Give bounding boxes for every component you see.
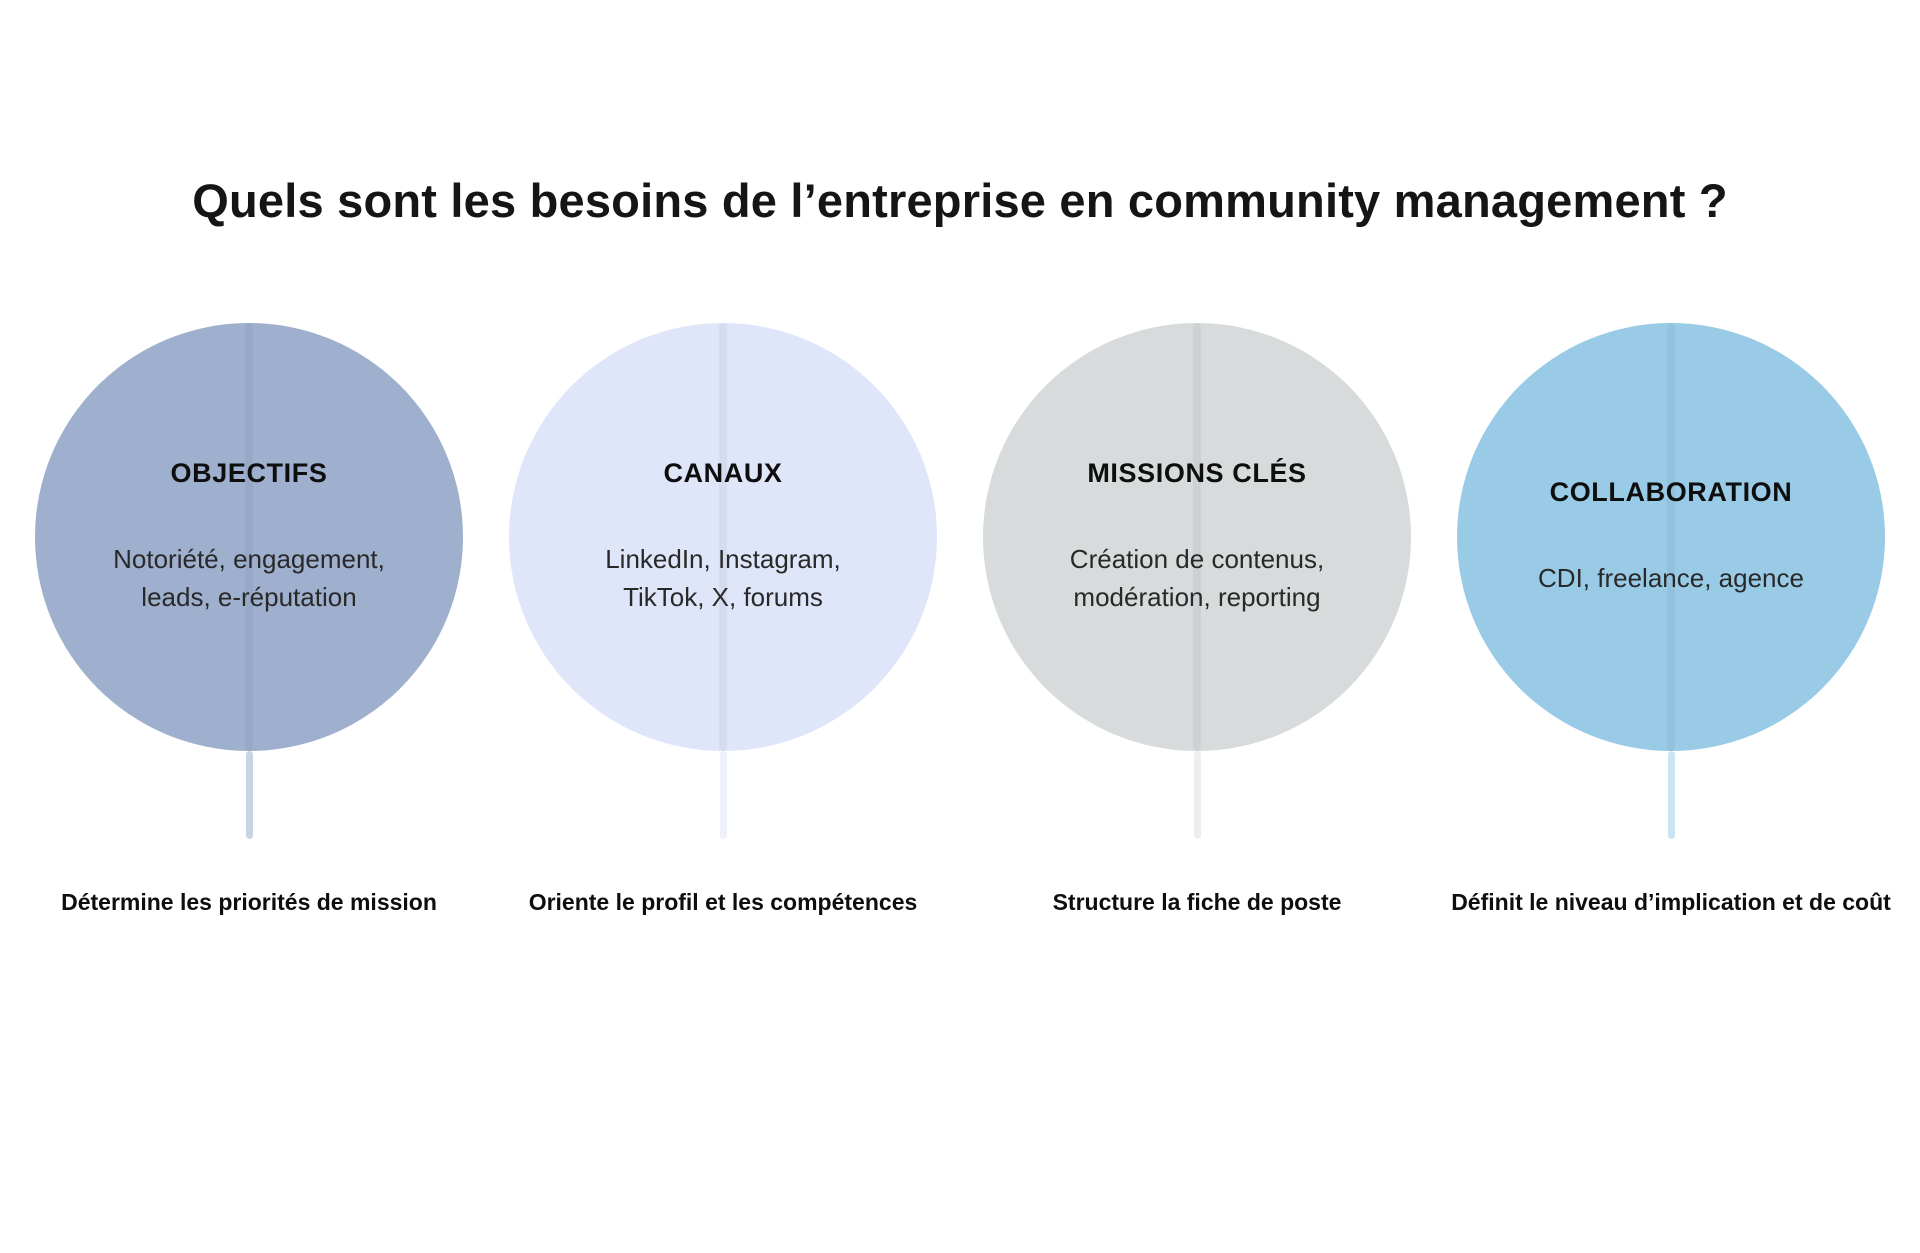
column-missions-cles: MISSIONS CLÉS Création de contenus, modé… xyxy=(983,323,1411,916)
circle-collaboration: COLLABORATION CDI, freelance, agence xyxy=(1457,323,1885,751)
circle-body: Notoriété, engagement, leads, e-réputati… xyxy=(113,543,385,612)
circle-center-stripe xyxy=(1667,323,1675,751)
column-caption: Structure la fiche de poste xyxy=(1052,889,1342,915)
circle-body: Création de contenus, modération, report… xyxy=(1069,543,1325,612)
circle-canaux: CANAUX LinkedIn, Instagram, TikTok, X, f… xyxy=(509,323,937,751)
circle-heading: MISSIONS CLÉS xyxy=(1087,457,1307,488)
circle-missions-cles: MISSIONS CLÉS Création de contenus, modé… xyxy=(983,323,1411,751)
connector-line xyxy=(719,751,727,839)
column-canaux: CANAUX LinkedIn, Instagram, TikTok, X, f… xyxy=(509,323,937,916)
circle-center-stripe xyxy=(245,323,253,751)
connector-line xyxy=(245,751,253,839)
needs-diagram: OBJECTIFS Notoriété, engagement, leads, … xyxy=(0,323,1920,916)
column-caption: Oriente le profil et les compétences xyxy=(528,889,918,915)
connector-line xyxy=(1667,751,1675,839)
circle-body: LinkedIn, Instagram, TikTok, X, forums xyxy=(605,543,841,612)
column-collaboration: COLLABORATION CDI, freelance, agence Déf… xyxy=(1451,323,1891,916)
column-caption: Détermine les priorités de mission xyxy=(61,889,437,915)
circle-objectifs: OBJECTIFS Notoriété, engagement, leads, … xyxy=(35,323,463,751)
circle-heading: OBJECTIFS xyxy=(170,457,328,488)
circle-center-stripe xyxy=(1193,323,1201,751)
column-caption: Définit le niveau d’implication et de co… xyxy=(1451,889,1891,915)
circle-heading: COLLABORATION xyxy=(1549,476,1793,507)
column-objectifs: OBJECTIFS Notoriété, engagement, leads, … xyxy=(35,323,463,916)
circle-body: CDI, freelance, agence xyxy=(1538,562,1804,593)
circle-center-stripe xyxy=(719,323,727,751)
circle-heading: CANAUX xyxy=(663,457,783,488)
connector-line xyxy=(1193,751,1201,839)
page-title: Quels sont les besoins de l’entreprise e… xyxy=(192,174,1728,227)
